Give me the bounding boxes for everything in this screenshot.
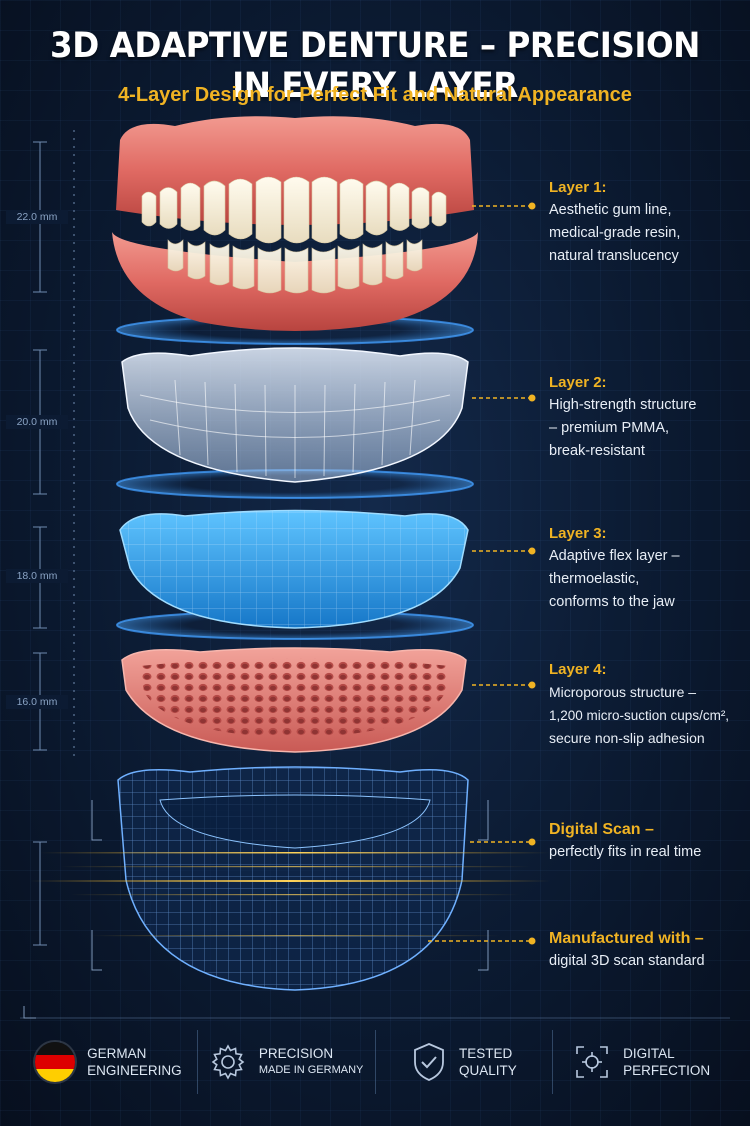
layer2-line3: break-resistant: [549, 443, 645, 459]
layer2-clear-shell: [121, 347, 469, 483]
digital-scan-line: perfectly fits in real time: [549, 844, 702, 860]
shield-check-icon: [414, 1043, 444, 1081]
manufacture-description: Manufactured with – digital 3D scan stan…: [549, 927, 749, 973]
layer3-title: Layer 3:: [549, 525, 607, 542]
layer2-line2: – premium PMMA,: [549, 420, 670, 436]
layer1-description: Layer 1: Aesthetic gum line, medical-gra…: [549, 176, 749, 268]
digital-scan-wireframe: [117, 766, 469, 991]
layer3-line2: thermoelastic,: [549, 571, 640, 587]
digital-scan-title: Digital Scan –: [549, 821, 654, 838]
dimension-label-layer2: 20.0 mm: [6, 415, 68, 429]
badge-german-engineering: GERMAN ENGINEERING: [20, 1030, 198, 1094]
manufacture-line: digital 3D scan standard: [549, 953, 705, 969]
page-subtitle: 4-Layer Design for Perfect Fit and Natur…: [118, 84, 632, 106]
layer3-flex-layer: [119, 509, 469, 629]
badge-precision-text: PRECISION MADE IN GERMANY: [259, 1045, 364, 1079]
german-flag-icon: [35, 1042, 76, 1082]
layer1-denture: [112, 116, 478, 331]
layer4-microporous-base: [121, 647, 467, 753]
badge-tested-text: TESTED QUALITY: [459, 1045, 517, 1079]
badge-precision: PRECISION MADE IN GERMANY: [198, 1030, 376, 1094]
badge-precision-line1: PRECISION: [258, 1046, 334, 1061]
badge-german-engineering-text: GERMAN ENGINEERING: [87, 1045, 182, 1079]
badge-digital-line1: DIGITAL: [623, 1046, 675, 1061]
layer3-line3: conforms to the jaw: [549, 594, 675, 610]
digital-scan-description: Digital Scan – perfectly fits in real ti…: [549, 818, 749, 864]
dimension-label-layer4: 16.0 mm: [6, 695, 68, 709]
leader-lines: [428, 205, 530, 942]
footer-badges: GERMAN ENGINEERING PRECISION MADE IN GER…: [20, 1018, 730, 1106]
badge-digital-text: DIGITAL PERFECTION: [623, 1045, 710, 1079]
layer4-title: Layer 4:: [549, 661, 607, 678]
layer4-description: Layer 4: Microporous structure – 1,200 m…: [549, 658, 749, 750]
badge-precision-line2: MADE IN GERMANY: [258, 1064, 364, 1076]
layer4-line2: 1,200 micro-suction cups/cm²,: [549, 708, 730, 723]
target-scan-icon: [576, 1046, 608, 1078]
badge-tested-quality: TESTED QUALITY: [376, 1030, 554, 1094]
badge-digital-line2: PERFECTION: [623, 1063, 711, 1078]
layer1-line1: Aesthetic gum line,: [549, 202, 672, 218]
badge-german-line2: ENGINEERING: [87, 1063, 182, 1078]
layer4-line3: secure non-slip adhesion: [549, 730, 705, 746]
badge-german-line1: GERMAN: [87, 1046, 147, 1061]
layer1-line2: medical-grade resin,: [549, 225, 681, 241]
badge-digital-perfection: DIGITAL PERFECTION: [553, 1030, 730, 1094]
layer1-line3: natural translucency: [549, 248, 679, 264]
leader-dots: [528, 202, 536, 945]
layer3-description: Layer 3: Adaptive flex layer – thermoela…: [549, 522, 749, 614]
layer4-line1: Microporous structure –: [549, 684, 697, 700]
scan-laser-lines: [30, 852, 550, 937]
layer2-title: Layer 2:: [549, 374, 607, 391]
dimension-label-layer3: 18.0 mm: [6, 569, 68, 583]
scan-brackets: [91, 800, 489, 971]
badge-tested-line2: QUALITY: [458, 1063, 517, 1078]
manufacture-title: Manufactured with –: [549, 930, 704, 947]
badge-tested-line1: TESTED: [458, 1046, 513, 1061]
layer3-line1: Adaptive flex layer –: [549, 548, 680, 564]
gear-icon: [211, 1044, 245, 1080]
layer2-line1: High-strength structure: [549, 397, 697, 413]
layer1-title: Layer 1:: [549, 179, 607, 196]
layer2-description: Layer 2: High-strength structure – premi…: [549, 371, 749, 463]
page-title: 3D ADAPTIVE DENTURE – PRECISION IN EVERY…: [50, 26, 700, 106]
dimension-scale: [33, 130, 75, 946]
dimension-label-layer1: 22.0 mm: [6, 210, 68, 224]
